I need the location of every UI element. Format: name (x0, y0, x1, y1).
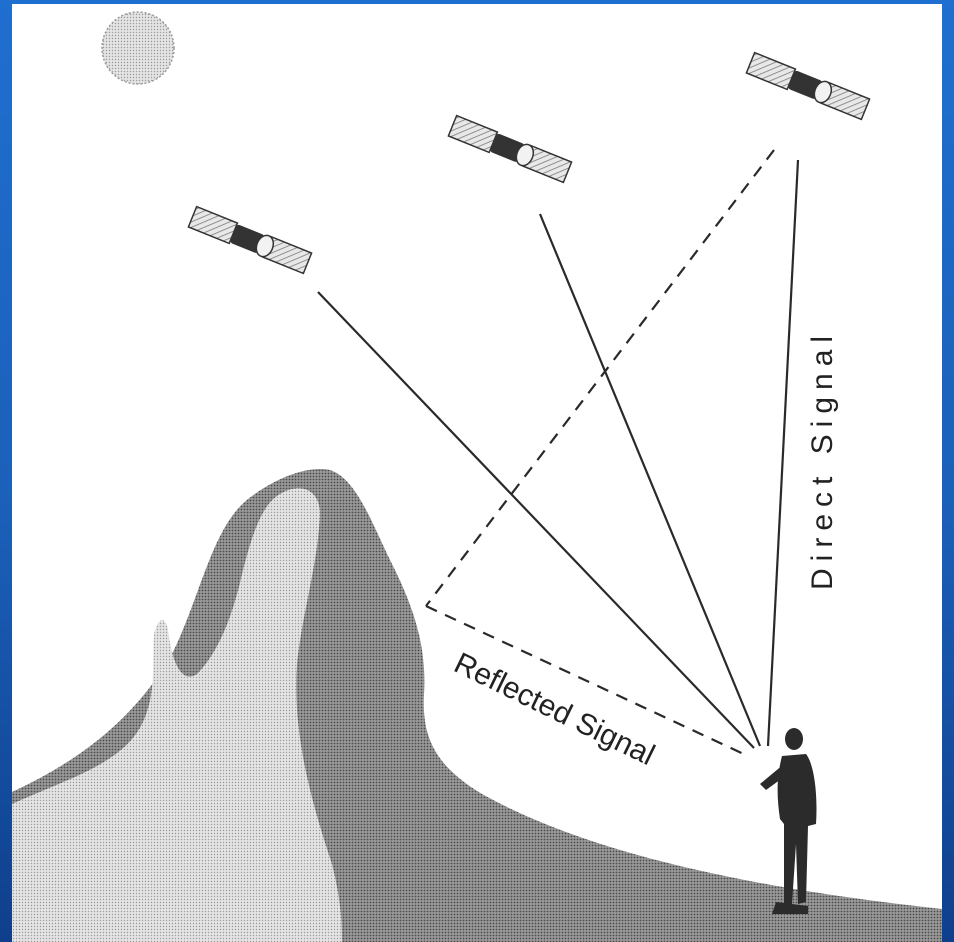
reflected-signal-label: Reflected Signal (449, 647, 660, 772)
reflected-signal-path (425, 149, 775, 757)
reflected-outgoing-line (425, 605, 749, 757)
mountain-lit-side (12, 488, 342, 942)
sun-icon (101, 11, 175, 85)
person-icon (760, 728, 817, 914)
satellite-icon (187, 205, 313, 275)
diagram-panel: Direct Signal Reflected Signal (12, 4, 942, 942)
satellite-icon (447, 114, 573, 184)
reflected-incoming-line (425, 149, 775, 607)
mountain (12, 469, 942, 942)
multipath-diagram: Direct Signal Reflected Signal (12, 11, 942, 942)
direct-signal-line-2 (538, 213, 762, 747)
direct-signal-lines (317, 159, 800, 749)
direct-signal-line-3 (766, 159, 800, 747)
direct-signal-label: Direct Signal (806, 329, 839, 590)
direct-signal-line-1 (317, 291, 755, 749)
satellite-icon (745, 51, 871, 121)
